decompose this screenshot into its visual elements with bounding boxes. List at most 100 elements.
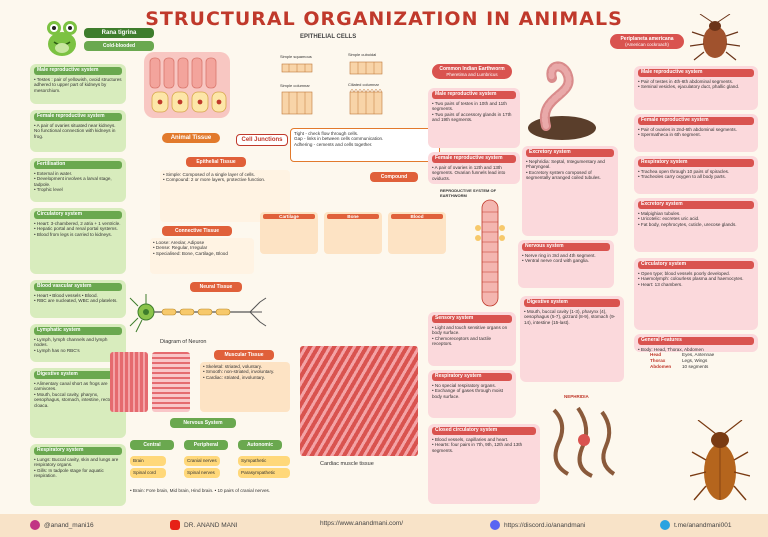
- nephridia-diagram: [548, 404, 620, 480]
- frog-system-panel-body: • Testes : pair of yellowish, ovoid stru…: [34, 76, 122, 93]
- earthworm-system-panel-body: • Light and touch sensitive organs on bo…: [432, 324, 508, 347]
- footer-telegram[interactable]: t.me/anandmani001: [660, 520, 731, 530]
- epithelial-cells: Simple squamous Simple cuboidal Simple c…: [270, 46, 410, 122]
- organ-bone-label: Bone: [327, 214, 379, 220]
- footer-website[interactable]: https://www.anandmani.com/: [320, 520, 403, 527]
- neuron-diagram: [128, 290, 278, 338]
- earthworm-system-panel: Nervous system• Nerve ring in 3rd and 4t…: [518, 240, 614, 288]
- youtube-icon: [170, 520, 180, 530]
- frog-system-panel-heading: Blood vascular system: [34, 283, 122, 291]
- frog-system-panel: Fertilisation• External in water. • Deve…: [30, 158, 126, 202]
- label-simple-columnar: Simple columnar: [280, 83, 310, 88]
- simple-columnar-diagram: [281, 91, 313, 115]
- nervous-parasympathetic: Parasympathetic: [238, 468, 290, 478]
- earthworm-repro-caption: REPRODUCTIVE SYSTEM OF EARTHWORM: [440, 188, 497, 199]
- earthworm-reproductive-diagram: [470, 198, 510, 308]
- page-title: STRUCTURAL ORGANIZATION IN ANIMALS: [145, 8, 623, 30]
- instagram-handle: @anand_mani16: [44, 521, 94, 529]
- label-simple-cuboidal: Simple cuboidal: [348, 52, 377, 57]
- cockroach-system-panel-heading: Respiratory system: [638, 159, 754, 167]
- smooth-muscle-image: [152, 352, 190, 412]
- cockroach-icon-top: [689, 13, 741, 62]
- cockroach-system-panel-heading: General Features: [638, 337, 754, 345]
- telegram-icon: [660, 520, 670, 530]
- earthworm-system-panel-body: • Nephridia: Septal, Integumentary and P…: [526, 158, 605, 181]
- simple-squamous-diagram: [281, 63, 313, 73]
- body-part-note: Eyes, Antennae: [682, 352, 715, 357]
- footer-youtube[interactable]: DR. ANAND MANI: [170, 520, 237, 530]
- discord-url: https://discord.io/anandmani: [504, 521, 586, 529]
- cockroach-name-tag: Periplaneta americana (American cockroac…: [610, 34, 684, 49]
- frog-system-panel: Blood vascular system• Heart • Blood ves…: [30, 280, 126, 318]
- junction-adhering: Adhering - cements and cells together.: [294, 141, 373, 147]
- frog-name: Rana tigrina: [101, 30, 137, 36]
- compound-label: Compound: [370, 172, 418, 182]
- earthworm-system-panel-body: • Mouth, buccal cavity (1-3), pharynx (4…: [524, 308, 616, 325]
- telegram-url: t.me/anandmani001: [674, 521, 732, 529]
- nephridia-caption: NEPHRIDIA: [564, 394, 589, 399]
- frog-system-panel-heading: Lymphatic system: [34, 327, 122, 335]
- frog-system-panel-body: • Lymph, lymph channels and lymph nodes.…: [34, 336, 108, 353]
- frog-subtitle-tag: Cold-blooded: [84, 41, 154, 51]
- nervous-footnote: • Brain: Fore brain, Mid brain, Hind bra…: [130, 488, 271, 493]
- frog-name-tag: Rana tigrina: [84, 28, 154, 38]
- nervous-cranial: Cranial nerves: [184, 456, 220, 466]
- nervous-spinal-nerves: Spinal nerves: [184, 468, 220, 478]
- earthworm-system-panel: Male reproductive system• Two pairs of t…: [428, 88, 520, 148]
- earthworm-system-panel: Female reproductive system• A pair of ov…: [428, 152, 520, 184]
- frog-system-panel-heading: Digestive system: [34, 371, 122, 379]
- frog-subtitle: Cold-blooded: [102, 43, 136, 49]
- cockroach-system-panel-heading: Excretory system: [638, 201, 754, 209]
- animal-tissue-label: Animal Tissue: [162, 133, 220, 143]
- earthworm-system-panel-heading: Respiratory system: [432, 373, 512, 381]
- nervous-central: Central: [130, 440, 174, 450]
- epithelial-header: EPITHELIAL CELLS: [300, 34, 357, 40]
- earthworm-name: Common Indian Earthworm: [439, 66, 505, 72]
- body-part-note: Legs, Wings: [682, 358, 708, 363]
- earthworm-system-panel-body: • A pair of ovaries in 12th and 13th seg…: [432, 164, 506, 181]
- earthworm-system-panel-body: • Nerve ring in 3rd and 4th segment. • V…: [522, 252, 596, 264]
- frog-system-panel: Female reproductive system• A pair of ov…: [30, 110, 126, 152]
- cardiac-caption: Cardiac muscle tissue: [320, 461, 374, 467]
- earthworm-system-panel-heading: Male reproductive system: [432, 91, 516, 99]
- body-part-note: 10 segments: [682, 364, 709, 369]
- junction-gap: Gap - links in between cells communicati…: [294, 136, 384, 142]
- earthworm-system-panel-heading: Digestive system: [524, 299, 620, 307]
- nervous-spinal-cord: Spinal cord: [130, 468, 166, 478]
- frog-system-panel-body: • Heart: 3-chambered, 2 atria + 1 ventri…: [34, 220, 121, 237]
- neural-tissue-label: Neural Tissue: [190, 282, 242, 292]
- connective-tissue-body: • Loose: Areolar, Adipose • Dense: Regul…: [150, 238, 254, 274]
- frog-system-panel-heading: Respiratory system: [34, 447, 122, 455]
- footer-discord[interactable]: https://discord.io/anandmani: [490, 520, 585, 530]
- cockroach-icon-bottom: [689, 419, 751, 506]
- neuron-caption: Diagram of Neuron: [160, 339, 207, 345]
- frog-icon: [44, 18, 80, 58]
- simple-cuboidal-diagram: [349, 61, 383, 75]
- footer-bar: @anand_mani16 DR. ANAND MANI https://www…: [0, 514, 768, 537]
- earthworm-system-panel-body: • Blood vessels, capillaries and heart. …: [432, 436, 523, 453]
- organ-box-blood: Blood: [388, 212, 446, 254]
- earthworm-system-panel-body: • Two pairs of testes in 10th and 11th s…: [432, 100, 512, 123]
- cockroach-system-panel: General Features• Body: Head, Thorax, Ab…: [634, 334, 758, 352]
- earthworm-sci: Pheretima and Lumbricus: [446, 72, 498, 77]
- frog-system-panel-body: • External in water. • Development invol…: [34, 170, 112, 193]
- cockroach-system-panel-body: • Malpighian tubules. • Uricotelic: excr…: [638, 210, 737, 227]
- junction-notes-box: Tight - check flow through cells. Gap - …: [290, 128, 440, 162]
- cockroach-name: Periplaneta americana: [620, 36, 674, 42]
- cockroach-system-panel: Female reproductive system• Pair of ovar…: [634, 114, 758, 152]
- muscle-body: • Skeletal: striated, voluntary. • Smoot…: [200, 362, 290, 412]
- cockroach-system-panel-heading: Male reproductive system: [638, 69, 754, 77]
- earthworm-system-panel: Respiratory system• No special respirato…: [428, 370, 516, 418]
- footer-instagram[interactable]: @anand_mani16: [30, 520, 94, 530]
- earthworm-name-tag: Common Indian Earthworm Pheretima and Lu…: [432, 64, 512, 79]
- nervous-peripheral: Peripheral: [184, 440, 228, 450]
- earthworm-system-panel: Closed circulatory system• Blood vessels…: [428, 424, 540, 504]
- frog-system-panel: Respiratory system• Lungs: Buccal cavity…: [30, 444, 126, 506]
- body-part-label: Thorax: [650, 358, 666, 363]
- cockroach-system-panel: Circulatory system• Open type; blood ves…: [634, 258, 758, 330]
- cockroach-sub: (American cockroach): [625, 42, 669, 47]
- frog-system-panel-heading: Male reproductive system: [34, 67, 122, 75]
- epithelial-tissue-label: Epithelial Tissue: [186, 157, 246, 167]
- cockroach-system-panel: Excretory system• Malpighian tubules. • …: [634, 198, 758, 252]
